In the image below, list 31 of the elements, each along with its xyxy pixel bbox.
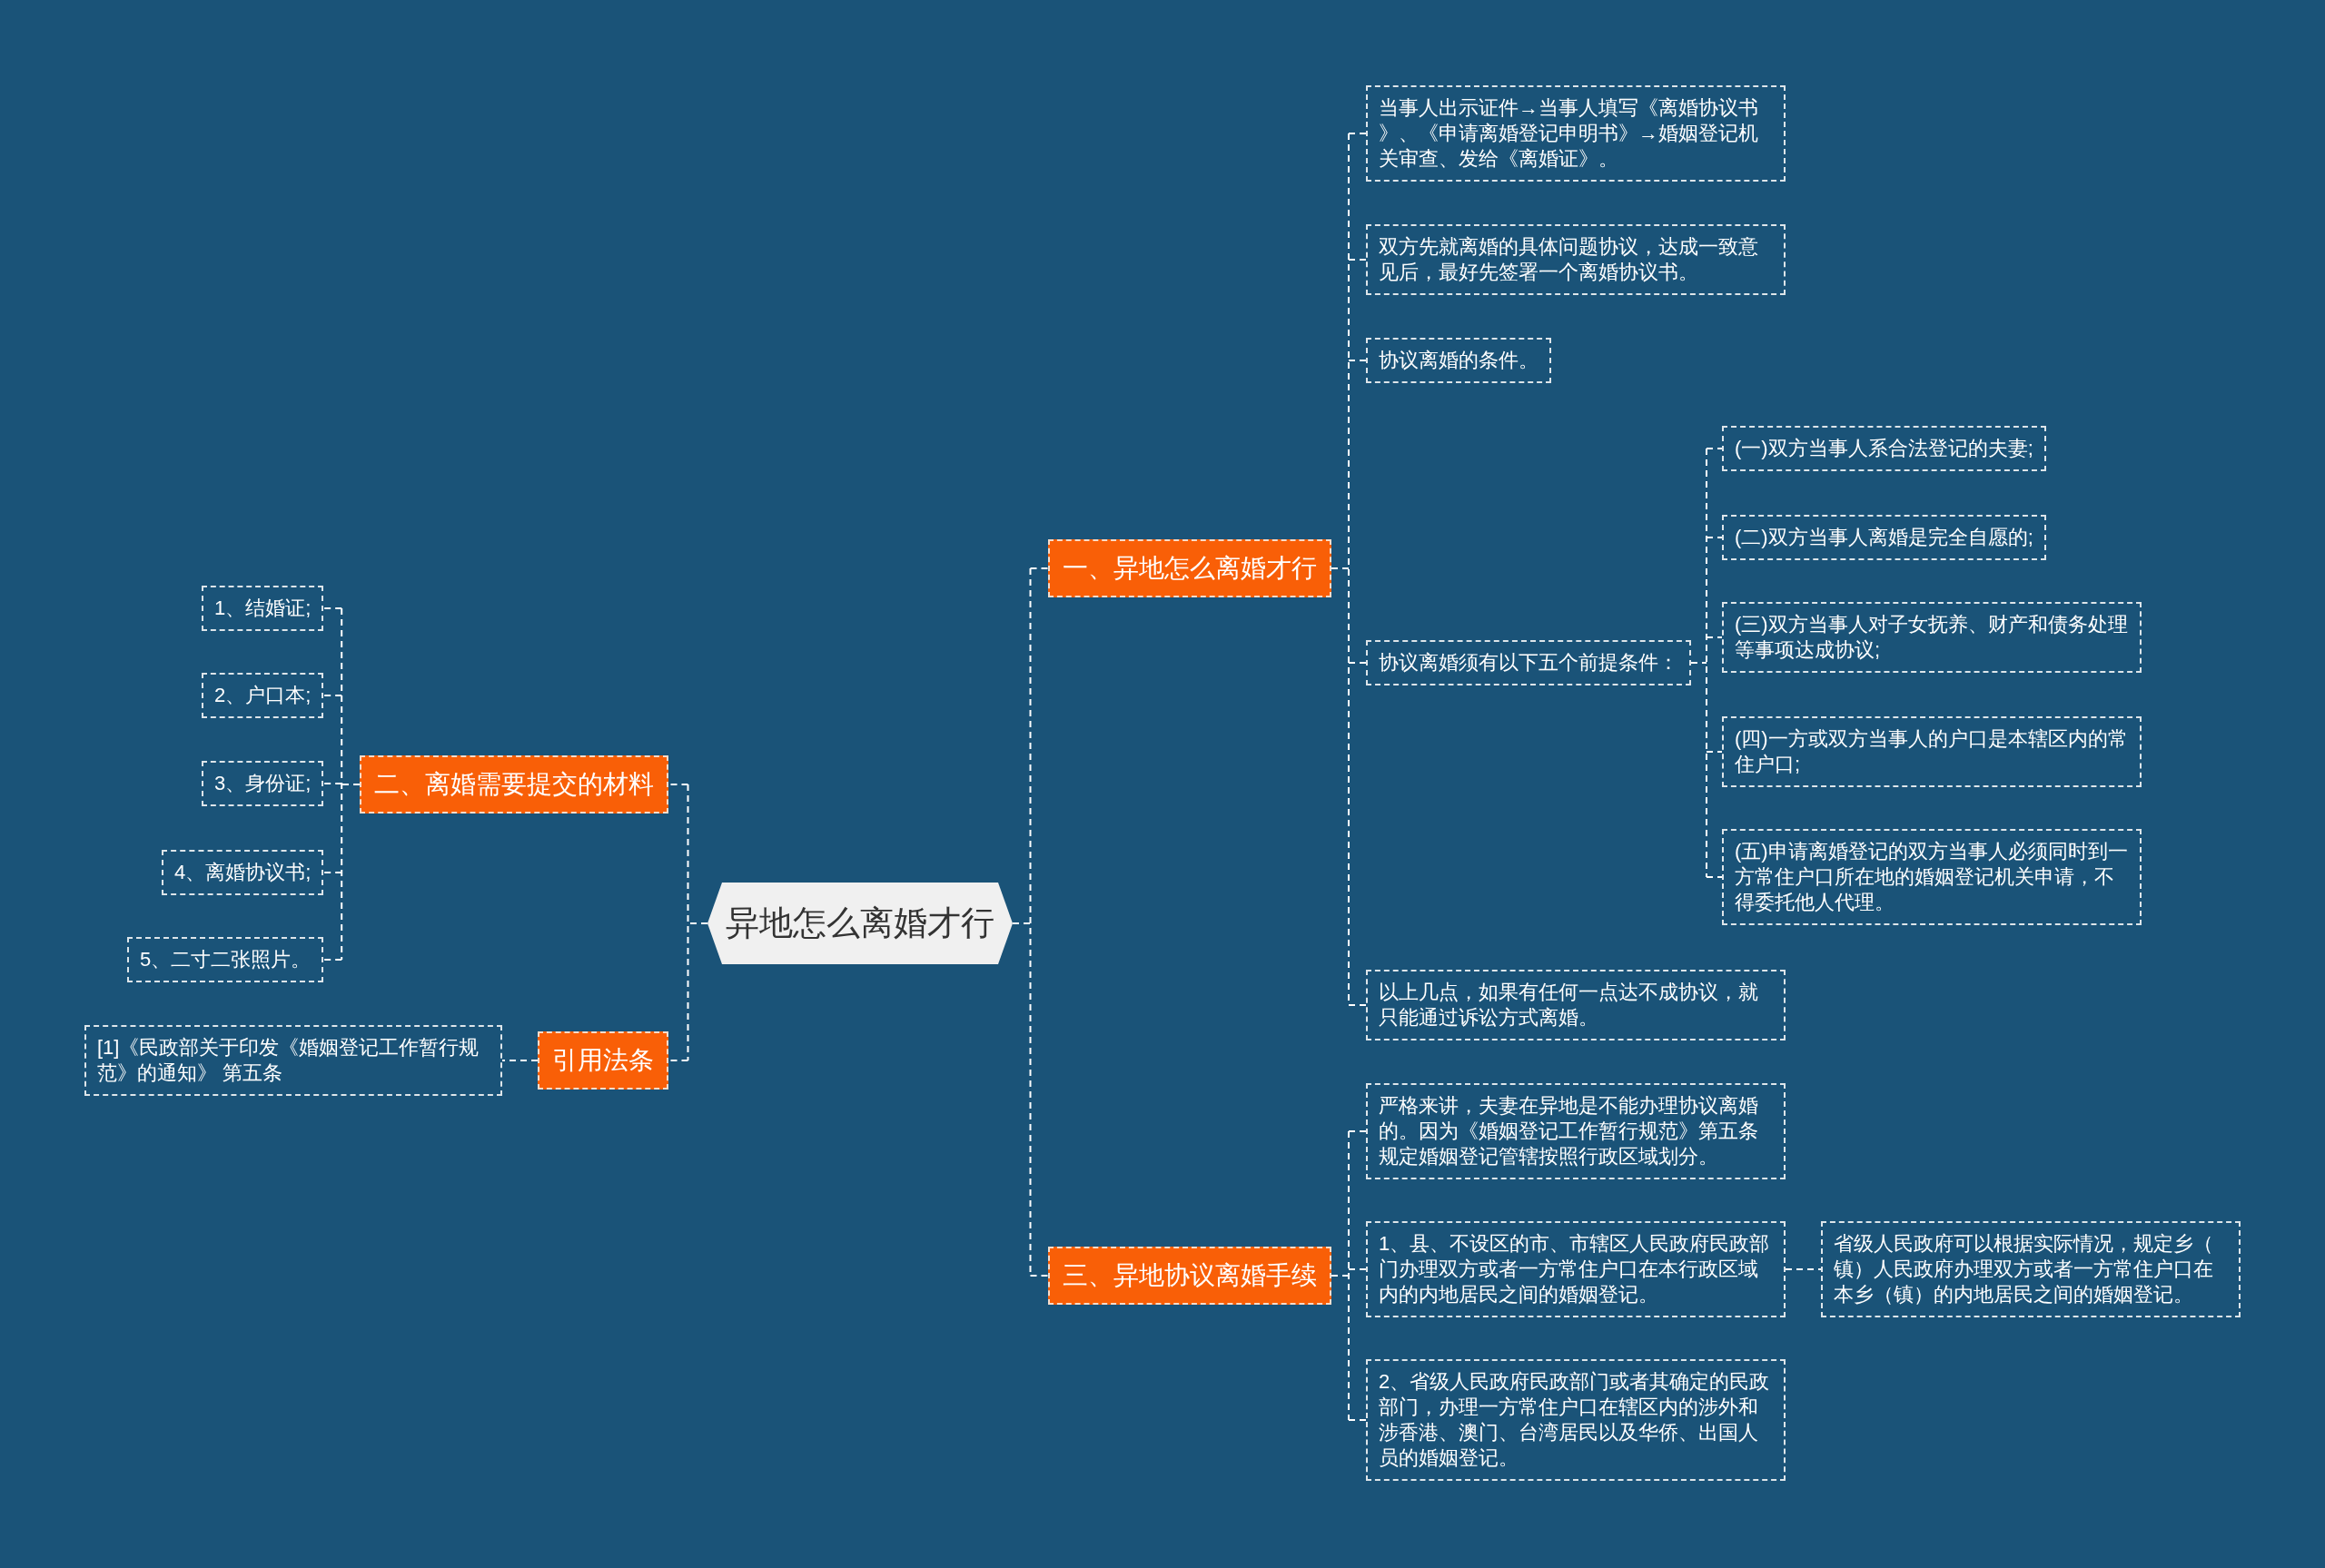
note-box: (四)一方或双方当事人的户口是本辖区内的常住户口; [1722, 716, 2142, 787]
note-box: 2、户口本; [202, 673, 324, 718]
note-box: (一)双方当事人系合法登记的夫妻; [1722, 426, 2046, 471]
note-box: 双方先就离婚的具体问题协议，达成一致意见后，最好先签署一个离婚协议书。 [1366, 224, 1786, 295]
connector-line [1690, 448, 1723, 878]
note-box: (五)申请离婚登记的双方当事人必须同时到一方常住户口所在地的婚姻登记机关申请，不得委托他人代理。 [1722, 829, 2142, 925]
note-box: 当事人出示证件→当事人填写《离婚协议书》、《申请离婚登记申明书》→婚姻登记机关审查、发给《离婚证》。 [1366, 85, 1786, 182]
connector-line [322, 607, 361, 961]
note-box: 5、二寸二张照片。 [127, 937, 324, 982]
note-box: 1、结婚证; [202, 586, 324, 631]
note-box: 协议离婚须有以下五个前提条件： [1366, 640, 1691, 685]
topic-box: 二、离婚需要提交的材料 [360, 755, 668, 814]
note-box: 以上几点，如果有任何一点达不成协议，就只能通过诉讼方式离婚。 [1366, 970, 1786, 1040]
note-box: (二)双方当事人离婚是完全自愿的; [1722, 515, 2046, 560]
note-box: 省级人民政府可以根据实际情况，规定乡（镇）人民政府办理双方或者一方常住户口在本乡（镇）的内地居民之间的婚姻登记。 [1821, 1221, 2241, 1317]
topic-box: 三、异地协议离婚手续 [1048, 1247, 1331, 1305]
topic-box: 引用法条 [538, 1031, 668, 1090]
topic-box: 一、异地怎么离婚才行 [1048, 539, 1331, 597]
note-box: 3、身份证; [202, 761, 324, 806]
connector-line [1012, 567, 1049, 1277]
note-box: 1、县、不设区的市、市辖区人民政府民政部门办理双方或者一方常住户口在本行政区域内的内地居民之间的婚姻登记。 [1366, 1221, 1786, 1317]
note-box: [1]《民政部关于印发《婚姻登记工作暂行规范》的通知》 第五条 [84, 1025, 502, 1096]
note-box: (三)双方当事人对子女抚养、财产和债务处理等事项达成协议; [1722, 602, 2142, 673]
connector-line [501, 1060, 539, 1061]
note-box: 严格来讲，夫妻在异地是不能办理协议离婚的。因为《婚姻登记工作暂行规范》第五条规定婚姻登记管辖按照行政区域划分。 [1366, 1083, 1786, 1179]
connector-line [1331, 1130, 1367, 1421]
note-box: 4、离婚协议书; [162, 850, 324, 895]
note-box: 2、省级人民政府民政部门或者其确定的民政部门，办理一方常住户口在辖区内的涉外和涉香港、澳门、台湾居民以及华侨、出国人员的婚姻登记。 [1366, 1359, 1786, 1481]
connector-line [1331, 133, 1367, 1006]
note-box: 协议离婚的条件。 [1366, 338, 1551, 383]
connector-line [1785, 1268, 1822, 1270]
